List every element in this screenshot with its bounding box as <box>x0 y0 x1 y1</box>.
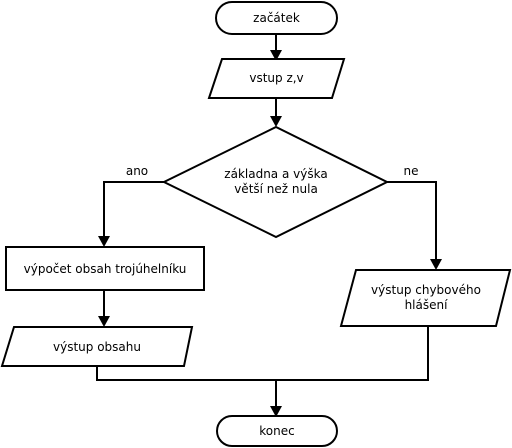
decision-diamond <box>161 125 390 239</box>
branch-no-label: ne <box>404 164 419 178</box>
output-error-label-line1: výstup chybového <box>371 283 481 297</box>
output-error-parallelogram <box>339 269 512 327</box>
end-terminator <box>216 415 338 447</box>
output-area-label: výstup obsahu <box>53 340 141 354</box>
arrowhead-decision <box>270 116 282 127</box>
arrowhead-error-output <box>430 259 442 270</box>
arrowhead-output-area <box>98 316 110 327</box>
branch-yes-label: ano <box>126 164 148 178</box>
arrowhead-end <box>270 406 282 417</box>
decision-label-line1: základna a výška <box>224 167 327 181</box>
connector-no-branch <box>387 181 437 261</box>
output-area-parallelogram <box>0 326 194 367</box>
input-label: vstup z,v <box>249 71 303 85</box>
start-terminator <box>215 1 338 35</box>
connector-output-area-merge <box>96 366 276 381</box>
compute-process <box>5 246 205 291</box>
connector-error-merge <box>276 326 429 381</box>
arrowhead-compute <box>98 236 110 247</box>
connector-yes-branch <box>103 181 164 238</box>
arrowhead-input <box>270 50 282 61</box>
end-label: konec <box>259 424 294 438</box>
input-parallelogram <box>207 58 346 99</box>
output-error-label-line2: hlášení <box>405 298 449 312</box>
start-label: začátek <box>253 11 300 25</box>
compute-label: výpočet obsah trojúhelníku <box>24 262 187 276</box>
decision-label-line2: větší než nula <box>234 182 318 196</box>
